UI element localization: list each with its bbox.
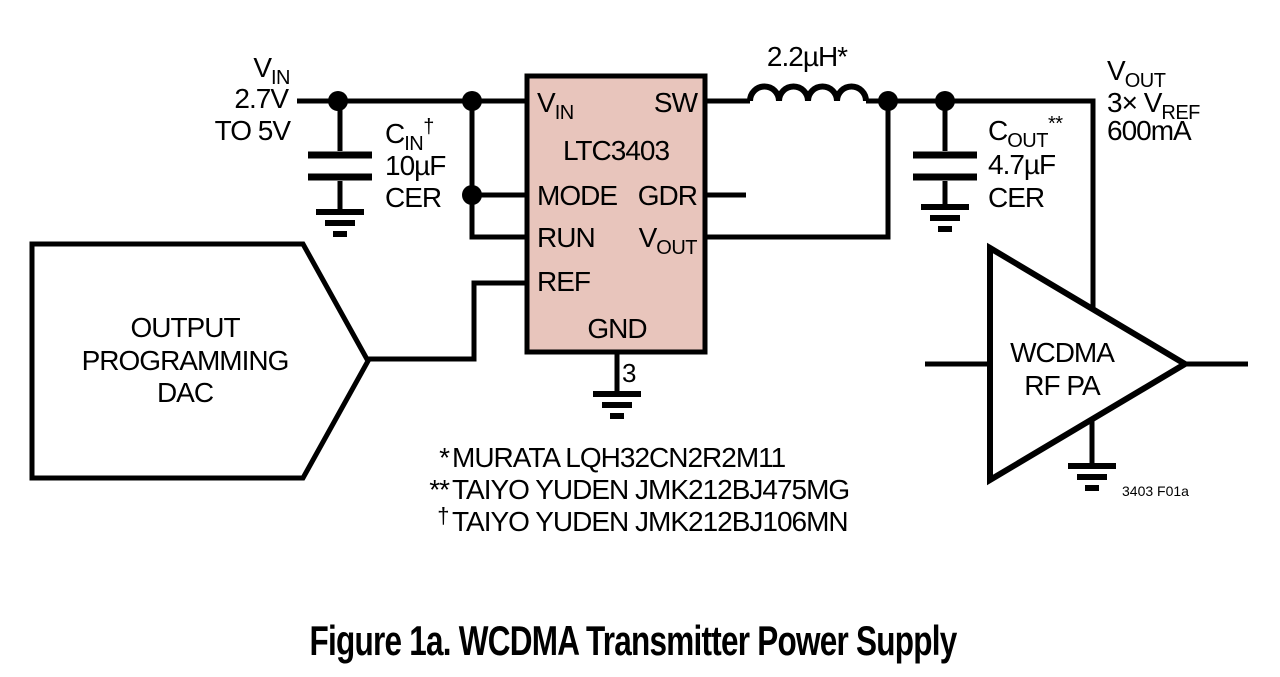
ref-to-dac-wire bbox=[368, 280, 529, 362]
notes: * MURATA LQH32CN2R2M11 ** TAIYO YUDEN JM… bbox=[429, 442, 850, 537]
junction-dot bbox=[878, 91, 898, 111]
pa-outline bbox=[987, 242, 1191, 486]
input-voltage-min: 2.7V bbox=[234, 83, 289, 114]
schematic-ref-number: 3403 F01a bbox=[1122, 483, 1189, 499]
inductor-symbol bbox=[747, 83, 869, 102]
dac-block: OUTPUT PROGRAMMING DAC bbox=[29, 241, 371, 481]
cout-dielectric: CER bbox=[988, 182, 1044, 213]
dac-label-line3: DAC bbox=[157, 377, 214, 408]
cin-capacitor-symbol bbox=[308, 101, 372, 237]
junction-dot bbox=[462, 91, 482, 111]
pin-label-gnd: GND bbox=[587, 313, 646, 344]
pa-block: WCDMA RF PA bbox=[987, 242, 1191, 491]
junction-dot bbox=[462, 185, 482, 205]
junction-dots bbox=[328, 91, 955, 205]
inductor-value: 2.2µH* bbox=[767, 41, 848, 72]
pin-label-ref: REF bbox=[537, 266, 590, 297]
ic-ltc3403: VIN SW LTC3403 MODE GDR RUN VOUT REF GND… bbox=[524, 73, 708, 419]
pin-label-gdr: GDR bbox=[638, 180, 697, 211]
pin-label-vin: VIN bbox=[537, 87, 574, 124]
pa-label-line2: RF PA bbox=[1024, 370, 1101, 401]
junction-dot bbox=[935, 91, 955, 111]
inductor-coils bbox=[747, 83, 869, 102]
input-rail-label: VIN bbox=[253, 52, 290, 89]
dac-label-line2: PROGRAMMING bbox=[82, 345, 289, 376]
labels: VIN 2.7V TO 5V CIN† 10µF CER 2.2µH* COUT… bbox=[215, 41, 1201, 499]
note-text-1: MURATA LQH32CN2R2M11 bbox=[452, 442, 786, 473]
ic-part-number: LTC3403 bbox=[563, 135, 670, 166]
pin-label-mode: MODE bbox=[537, 180, 617, 211]
gnd-pin-number: 3 bbox=[622, 358, 636, 388]
note-marker-2: ** bbox=[429, 474, 450, 505]
vout-feedback-wire bbox=[705, 101, 891, 240]
cin-designator: CIN† bbox=[385, 116, 434, 155]
junction-dot bbox=[328, 91, 348, 111]
note-text-3: TAIYO YUDEN JMK212BJ106MN bbox=[452, 506, 848, 537]
cin-value: 10µF bbox=[385, 150, 445, 181]
output-rail-label: VOUT bbox=[1107, 55, 1166, 92]
output-ratio-label: 3× VREF bbox=[1107, 87, 1200, 124]
note-text-2: TAIYO YUDEN JMK212BJ475MG bbox=[452, 474, 849, 505]
pa-label-line1: WCDMA bbox=[1010, 337, 1115, 368]
pin-label-sw: SW bbox=[654, 87, 699, 118]
dac-outline bbox=[29, 241, 371, 481]
output-current-label: 600mA bbox=[1107, 115, 1192, 146]
dac-label-line1: OUTPUT bbox=[130, 312, 240, 343]
cout-designator: COUT** bbox=[988, 113, 1063, 152]
cout-value: 4.7µF bbox=[988, 149, 1055, 180]
figure-caption: Figure 1a. WCDMA Transmitter Power Suppl… bbox=[310, 617, 958, 665]
pin-label-run: RUN bbox=[537, 222, 595, 253]
input-voltage-range: TO 5V bbox=[215, 115, 292, 146]
pin-label-vout: VOUT bbox=[639, 222, 698, 259]
note-marker-3: † bbox=[437, 503, 449, 528]
note-marker-1: * bbox=[439, 442, 450, 473]
cin-dielectric: CER bbox=[385, 182, 441, 213]
vin-run-tie-wire bbox=[469, 101, 529, 240]
